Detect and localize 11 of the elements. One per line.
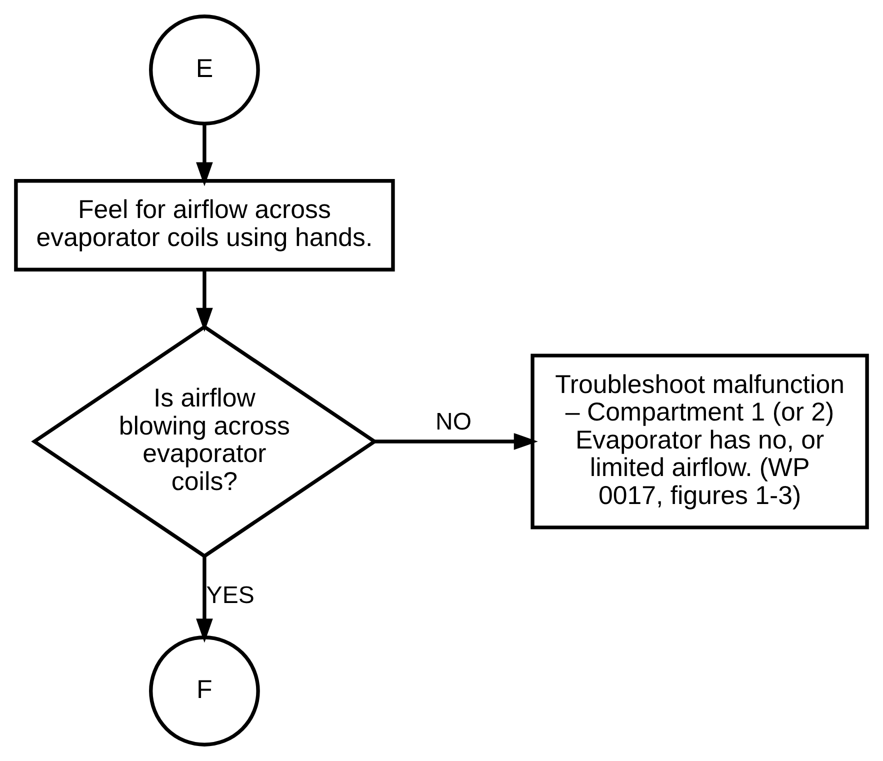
node-box: Troubleshoot malfunction – Compartment 1 (or 2) Evaporator has no, or limited airflow. (WP 0017, figures 1-3) — [530, 354, 869, 530]
edge-label: YES — [206, 582, 254, 610]
arrow — [196, 556, 213, 643]
node-circle: E — [149, 14, 260, 126]
arrow — [374, 433, 538, 450]
edge-label: NO — [436, 408, 472, 436]
arrow — [196, 124, 213, 186]
arrow — [196, 270, 213, 332]
node-circle: F — [149, 636, 260, 746]
node-box: Feel for airflow across evaporator coils using hands. — [14, 179, 395, 272]
node-diamond: Is airflow blowing across evaporator coils? — [31, 324, 378, 558]
